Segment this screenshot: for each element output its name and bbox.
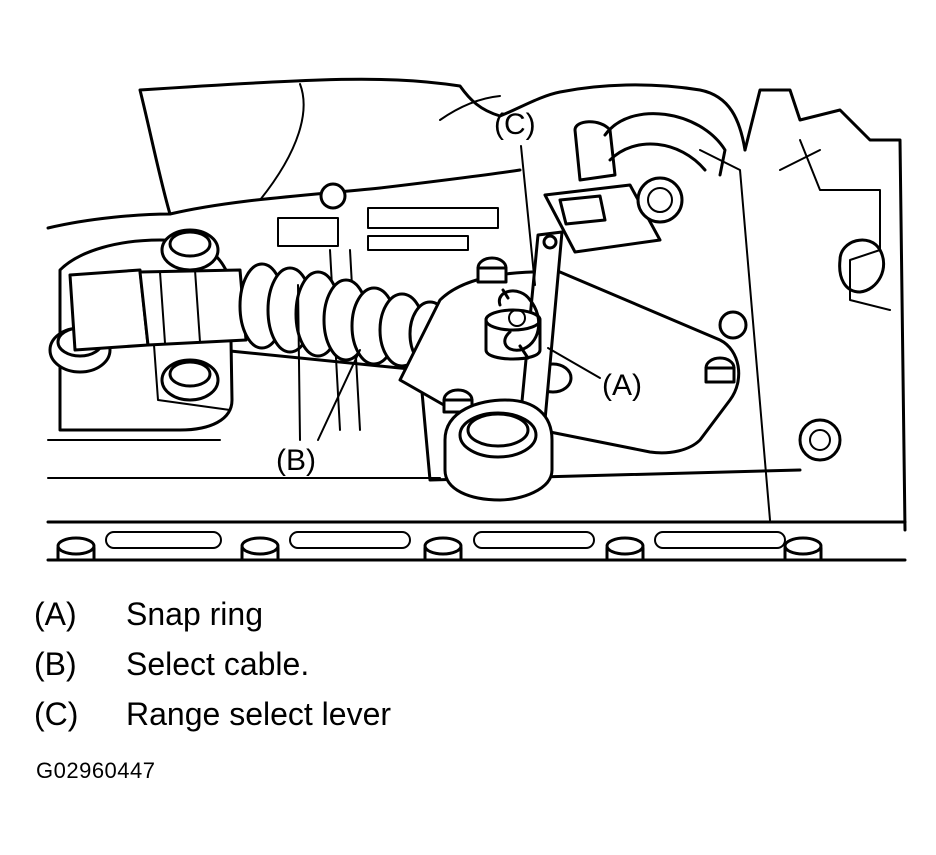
callout-c: (C) (494, 108, 536, 141)
valve-body-cover (47, 182, 802, 482)
callout-leaders (297, 145, 601, 441)
bellows-boot (238, 262, 476, 368)
transmission-diagram: (C) (A) (B) (46, 77, 907, 562)
legend-key: (B) (34, 646, 77, 682)
callout-b: (B) (276, 444, 316, 477)
snap-ring (497, 288, 541, 360)
legend-description: Select cable. (126, 646, 310, 682)
legend-key: (C) (34, 696, 79, 732)
pan-flange (46, 520, 907, 562)
legend-description: Snap ring (126, 596, 263, 632)
legend-description: Range select lever (126, 696, 392, 732)
harness-connector (543, 112, 727, 254)
legend-key: (A) (34, 596, 77, 632)
callout-a: (A) (602, 369, 642, 402)
figure-code: G02960447 (36, 758, 156, 783)
select-cable (68, 262, 507, 368)
transmission-housing (46, 77, 907, 532)
